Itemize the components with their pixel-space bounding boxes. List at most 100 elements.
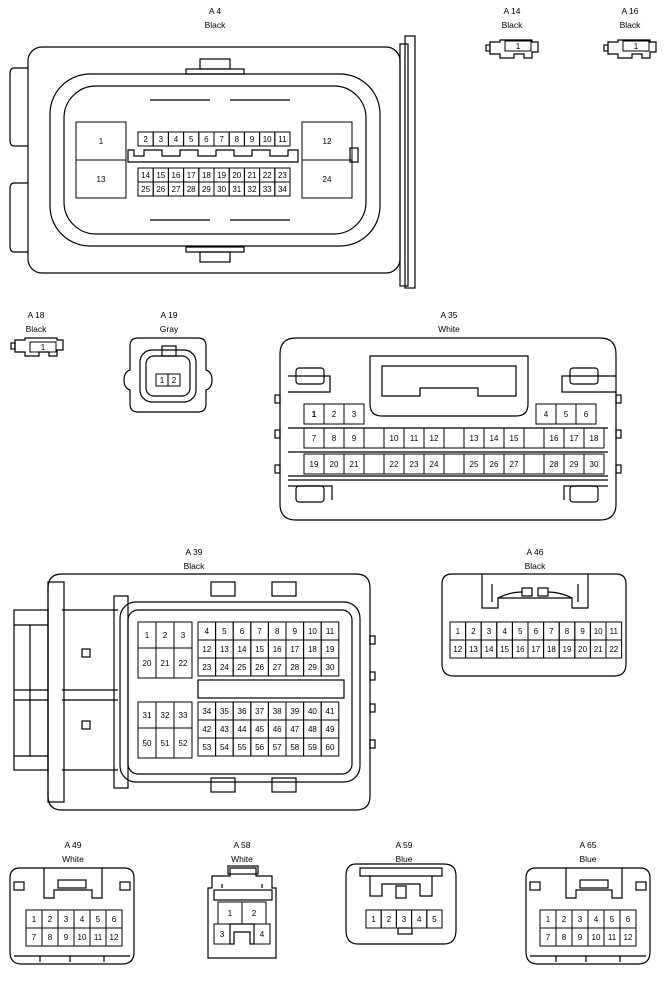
pin-a65-12: 12 <box>619 927 637 947</box>
pin-a39-43: 43 <box>215 719 234 739</box>
pin-a39-25: 25 <box>232 657 252 677</box>
connector-a49-code: A 49 <box>64 840 82 850</box>
pin-a39-59: 59 <box>303 737 322 757</box>
svg-text:19: 19 <box>217 171 226 180</box>
pin-a4-2: 2 <box>137 131 154 147</box>
svg-text:9: 9 <box>293 627 298 636</box>
svg-text:59: 59 <box>308 743 317 752</box>
svg-text:55: 55 <box>238 743 247 752</box>
pin-a35-26: 26 <box>483 453 505 475</box>
svg-text:18: 18 <box>308 645 317 654</box>
pin-a46-3: 3 <box>480 621 498 641</box>
pin-a49-6: 6 <box>105 909 123 929</box>
pin-a35-7: 7 <box>303 427 325 449</box>
svg-text:14: 14 <box>141 171 150 180</box>
svg-text:23: 23 <box>410 460 419 469</box>
svg-text:12: 12 <box>202 645 211 654</box>
svg-text:7: 7 <box>257 627 262 636</box>
svg-text:21: 21 <box>248 171 257 180</box>
pin-a58-4: 4 <box>253 923 271 945</box>
pin-a16-1: 1 <box>622 40 650 52</box>
svg-text:5: 5 <box>518 627 523 636</box>
pin-a59-1: 1 <box>365 909 382 929</box>
svg-text:8: 8 <box>562 933 567 942</box>
svg-text:10: 10 <box>594 627 603 636</box>
svg-text:20: 20 <box>578 645 587 654</box>
svg-text:13: 13 <box>469 645 478 654</box>
svg-text:21: 21 <box>350 460 359 469</box>
svg-text:15: 15 <box>156 171 165 180</box>
pin-a18-1: 1 <box>29 341 57 353</box>
svg-text:7: 7 <box>546 933 551 942</box>
svg-text:7: 7 <box>219 135 224 144</box>
pin-a4-29: 29 <box>198 181 215 197</box>
svg-text:26: 26 <box>255 663 264 672</box>
connector-a16-color: Black <box>619 20 641 30</box>
pin-a39-49: 49 <box>320 719 340 739</box>
svg-text:6: 6 <box>584 410 589 419</box>
connector-a19-code: A 19 <box>160 310 178 320</box>
pin-a58-2: 2 <box>241 901 267 925</box>
pin-a49-11: 11 <box>89 927 107 947</box>
pin-a39-1: 1 <box>137 621 157 649</box>
a58-key-slot <box>229 923 255 945</box>
svg-text:10: 10 <box>308 627 317 636</box>
pin-a39-10: 10 <box>303 621 322 641</box>
pin-a39-47: 47 <box>285 719 305 739</box>
pin-a39-50: 50 <box>137 727 157 759</box>
pin-a39-44: 44 <box>232 719 252 739</box>
pin-a46-22: 22 <box>605 639 623 659</box>
connector-a39-code: A 39 <box>185 547 203 557</box>
pin-a4-4: 4 <box>167 131 185 147</box>
svg-text:9: 9 <box>250 135 255 144</box>
connector-a65-header: A 65 Blue <box>528 838 648 866</box>
svg-text:56: 56 <box>255 743 264 752</box>
pin-a39-5: 5 <box>215 621 234 641</box>
pin-a39-41: 41 <box>320 701 340 721</box>
pin-a39-13: 13 <box>215 639 234 659</box>
svg-text:6: 6 <box>204 135 209 144</box>
pin-a46-18: 18 <box>543 639 560 659</box>
svg-text:9: 9 <box>578 933 583 942</box>
svg-text:16: 16 <box>550 434 559 443</box>
pin-a39-37: 37 <box>250 701 269 721</box>
pin-a35-20: 20 <box>323 453 345 475</box>
pin-a39-12: 12 <box>197 639 217 659</box>
pin-a65-8: 8 <box>555 927 573 947</box>
pin-a65-3: 3 <box>571 909 589 929</box>
pin-a39-29: 29 <box>303 657 322 677</box>
svg-text:21: 21 <box>594 645 603 654</box>
svg-text:32: 32 <box>161 711 170 720</box>
pin-a49-1: 1 <box>25 909 43 929</box>
connector-a58-header: A 58 White <box>182 838 302 866</box>
connector-a35-header: A 35 White <box>389 308 509 336</box>
svg-text:20: 20 <box>232 171 241 180</box>
svg-text:28: 28 <box>187 185 196 194</box>
connector-a65-color: Blue <box>579 854 597 864</box>
svg-text:23: 23 <box>202 663 211 672</box>
svg-text:30: 30 <box>326 663 335 672</box>
pin-a46-6: 6 <box>527 621 545 641</box>
pin-a46-5: 5 <box>511 621 529 641</box>
svg-text:36: 36 <box>238 707 247 716</box>
pin-a4-14: 14 <box>137 167 154 183</box>
pin-a4-20: 20 <box>228 167 245 183</box>
pin-a14-1: 1 <box>504 40 532 52</box>
svg-text:1: 1 <box>32 915 37 924</box>
svg-text:22: 22 <box>179 659 188 668</box>
svg-text:35: 35 <box>220 707 229 716</box>
pin-a39-40: 40 <box>303 701 322 721</box>
svg-text:3: 3 <box>578 915 583 924</box>
pin-a46-17: 17 <box>527 639 545 659</box>
svg-text:31: 31 <box>143 711 152 720</box>
pin-a46-12: 12 <box>449 639 467 659</box>
svg-text:8: 8 <box>332 434 337 443</box>
connector-a14 <box>485 39 539 59</box>
pin-a4-15: 15 <box>152 167 169 183</box>
pin-a4-16: 16 <box>167 167 185 183</box>
svg-text:13: 13 <box>97 175 106 184</box>
pin-a65-10: 10 <box>587 927 605 947</box>
svg-text:14: 14 <box>238 645 247 654</box>
pin-a46-4: 4 <box>496 621 513 641</box>
pin-a46-20: 20 <box>574 639 591 659</box>
